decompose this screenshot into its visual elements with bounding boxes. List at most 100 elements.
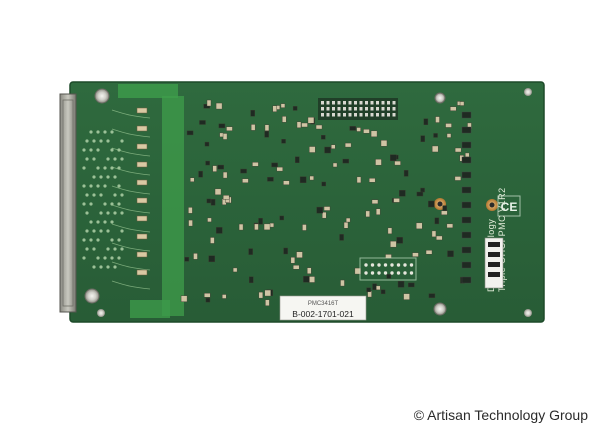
green-strip [118,84,184,318]
header-pin [359,101,363,105]
smd-part [403,293,410,300]
smd-part [441,210,448,216]
via [99,175,103,179]
smd-part [210,237,215,244]
via [82,202,86,206]
smd-part [307,267,312,274]
smd-part [412,252,419,257]
smd-part [184,257,190,262]
smd-part [238,223,244,231]
via [110,130,114,134]
smd-part [222,195,230,200]
via [92,229,96,233]
connector-pin [403,263,407,267]
via [106,229,110,233]
via [92,193,96,197]
smd-part [267,177,274,182]
header-pin [365,107,368,111]
smd-part [461,126,472,134]
smd-part [322,211,327,219]
smd-part [292,106,298,111]
via [99,229,103,233]
header-pin [381,107,385,111]
smd-part [461,216,472,224]
header-pin [370,101,374,105]
header-pin [381,101,385,105]
connector-pin [403,271,407,275]
header-pin [354,113,357,117]
smd-part [263,223,271,231]
smd-part [428,293,436,298]
via [96,220,100,224]
smd-part [309,146,316,153]
via [89,202,93,206]
capacitor [136,215,148,222]
via [96,184,100,188]
via [110,238,114,242]
header-pin [348,107,352,111]
smd-part [363,129,370,134]
smd-part [216,227,223,234]
header-pin [376,107,379,111]
header-pin [365,101,368,105]
via [92,157,96,161]
smd-part [376,285,381,291]
header-pin [321,101,324,105]
smd-part [280,103,286,108]
smd-part [454,176,462,181]
smd-part [279,215,284,221]
via [96,166,100,170]
smd-part [408,282,415,288]
header-pin [387,107,390,111]
via [120,139,124,143]
smd-part [190,177,195,182]
smd-part [292,265,300,270]
smd-part [188,219,193,227]
via [82,148,86,152]
header-pin [392,101,396,105]
header-pin [365,113,368,117]
smd-part [272,105,277,112]
trace [111,204,151,214]
smd-part [210,199,216,206]
smd-part [290,257,296,264]
via [99,193,103,197]
smd-part [323,206,331,211]
smd-part [415,222,423,230]
header-pin [359,113,363,117]
smd-part [206,99,212,107]
smd-part [380,140,388,147]
smd-part [258,291,264,299]
smd-part [344,142,352,148]
connector-pin [377,263,381,267]
smd-part [242,178,249,183]
smd-part [454,147,462,153]
smd-part [393,198,400,203]
smd-part [461,156,472,164]
smd-part [296,251,303,258]
via [85,247,89,251]
trace [111,166,151,176]
header-pin [392,113,396,117]
smd-part [309,175,314,181]
smd-part [281,139,286,144]
connector-pin [383,271,388,275]
smd-part [299,176,307,183]
header-pin [343,101,346,105]
smd-part [207,217,212,223]
capacitor [136,233,148,240]
via [106,157,110,161]
via [92,139,96,143]
smd-part [204,292,211,298]
header-pin [392,107,396,111]
via [85,193,89,197]
smd-part [295,156,300,163]
via [103,130,107,134]
via [113,157,117,161]
header-pin [354,101,357,105]
smd-part [276,166,283,172]
smd-part [396,237,403,244]
connector-pin [409,271,414,275]
barcode-sticker [484,237,504,289]
via [96,238,100,242]
